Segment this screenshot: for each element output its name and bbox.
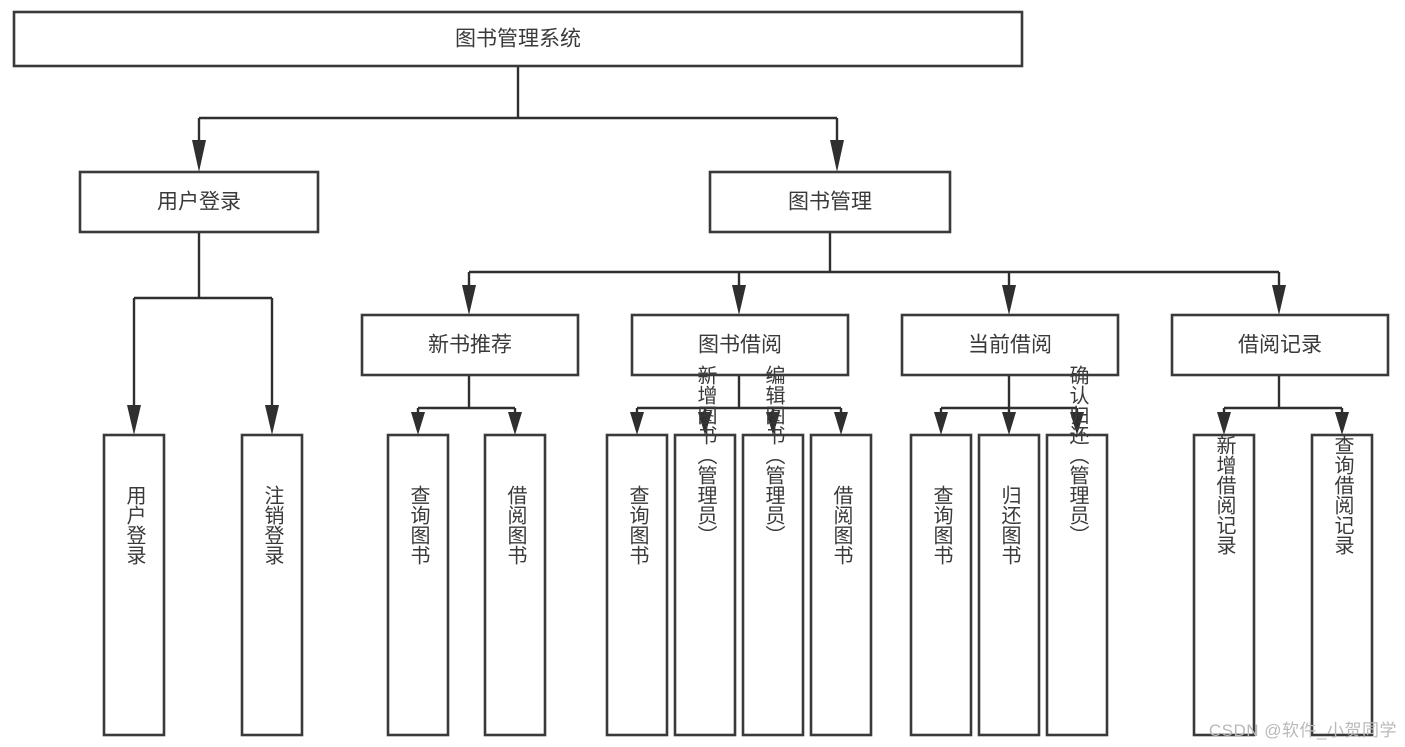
arrow-head-leaf-query-book-2 (630, 412, 644, 435)
node-leaf-user-login-label: 用户登录 (123, 485, 146, 565)
node-leaf-logout-label: 注销登录 (261, 485, 284, 565)
node-user-login[interactable]: 用户登录 (78, 170, 320, 234)
node-leaf-add-book-label: 新增图书（管理员） (694, 365, 717, 545)
node-user-login-label: 用户登录 (157, 191, 241, 214)
arrow-head-leaf-borrow-book-2 (834, 412, 848, 435)
arrow-head-current-borrow (1002, 285, 1016, 315)
node-leaf-user-login[interactable]: 用户登录 (102, 433, 166, 737)
arrow-head-leaf-edit-book (766, 412, 780, 435)
arrow-head-leaf-confirm-return (1070, 412, 1084, 435)
arrow-head-leaf-return-book (1002, 412, 1016, 435)
connector-book-manage-to-level3 (462, 232, 1286, 315)
node-leaf-logout[interactable]: 注销登录 (240, 433, 304, 737)
node-leaf-query-book-3-label: 查询图书 (930, 485, 953, 565)
node-current-borrow[interactable]: 当前借阅 (900, 313, 1120, 377)
node-leaf-borrow-book-2[interactable]: 借阅图书 (809, 433, 873, 737)
node-borrow-record[interactable]: 借阅记录 (1170, 313, 1390, 377)
node-leaf-return-book-label: 归还图书 (998, 485, 1021, 565)
node-root-label: 图书管理系统 (455, 28, 581, 51)
arrow-head-book-borrow (732, 285, 746, 315)
node-book-manage-label: 图书管理 (788, 191, 872, 214)
node-leaf-confirm-return-label: 确认归还（管理员） (1066, 365, 1089, 545)
node-current-borrow-label: 当前借阅 (968, 334, 1052, 357)
node-leaf-query-book-2-label: 查询图书 (626, 485, 649, 565)
node-leaf-return-book[interactable]: 归还图书 (977, 433, 1041, 737)
node-leaf-borrow-book-2-label: 借阅图书 (830, 485, 853, 565)
node-leaf-confirm-return[interactable]: 确认归还（管理员） (1045, 365, 1109, 737)
node-leaf-borrow-book-1[interactable]: 借阅图书 (483, 433, 547, 737)
node-leaf-query-book-2[interactable]: 查询图书 (605, 433, 669, 737)
node-root[interactable]: 图书管理系统 (12, 10, 1024, 68)
node-leaf-query-record-label: 查询借阅记录 (1331, 435, 1354, 555)
node-leaf-query-book-3[interactable]: 查询图书 (909, 433, 973, 737)
node-book-manage[interactable]: 图书管理 (708, 170, 952, 234)
node-new-book-rec[interactable]: 新书推荐 (360, 313, 580, 377)
node-leaf-borrow-book-1-label: 借阅图书 (504, 485, 527, 565)
arrow-head-leaf-add-record (1217, 412, 1231, 435)
arrow-head-leaf-add-book (698, 412, 712, 435)
connector-user-login-to-leaves (127, 232, 279, 435)
node-leaf-query-record[interactable]: 查询借阅记录 (1310, 433, 1374, 737)
node-new-book-rec-label: 新书推荐 (428, 334, 512, 357)
arrow-head-leaf-query-record (1335, 412, 1349, 435)
arrow-head-book-manage (830, 140, 844, 172)
node-leaf-add-book[interactable]: 新增图书（管理员） (673, 365, 737, 737)
connector-book-borrow-to-leaves (630, 375, 848, 435)
node-book-borrow-label: 图书借阅 (698, 334, 782, 357)
node-leaf-query-book-1-label: 查询图书 (407, 485, 430, 565)
csdn-watermark: CSDN @软件_小贺同学 (1208, 721, 1397, 740)
connector-borrow-record-to-leaves (1217, 375, 1349, 435)
arrow-head-leaf-user-login (127, 405, 141, 435)
arrow-head-borrow-record (1272, 285, 1286, 315)
node-leaf-edit-book[interactable]: 编辑图书（管理员） (741, 365, 805, 737)
node-leaf-add-record[interactable]: 新增借阅记录 (1192, 433, 1256, 737)
arrow-head-leaf-logout (265, 405, 279, 435)
arrow-head-user-login (192, 140, 206, 172)
arrow-head-new-book-rec (462, 285, 476, 315)
arrow-head-leaf-borrow-book-1 (508, 412, 522, 435)
node-leaf-query-book-1[interactable]: 查询图书 (386, 433, 450, 737)
node-leaf-edit-book-label: 编辑图书（管理员） (762, 365, 785, 545)
node-leaf-add-record-label: 新增借阅记录 (1213, 435, 1236, 555)
arrow-head-leaf-query-book-3 (934, 412, 948, 435)
arrow-head-leaf-query-book-1 (411, 412, 425, 435)
connector-new-book-rec-to-leaves (411, 375, 522, 435)
connector-root-to-level2 (192, 66, 844, 172)
node-borrow-record-label: 借阅记录 (1238, 334, 1322, 357)
node-book-borrow[interactable]: 图书借阅 (630, 313, 850, 377)
connector-current-borrow-to-leaves (934, 375, 1084, 435)
